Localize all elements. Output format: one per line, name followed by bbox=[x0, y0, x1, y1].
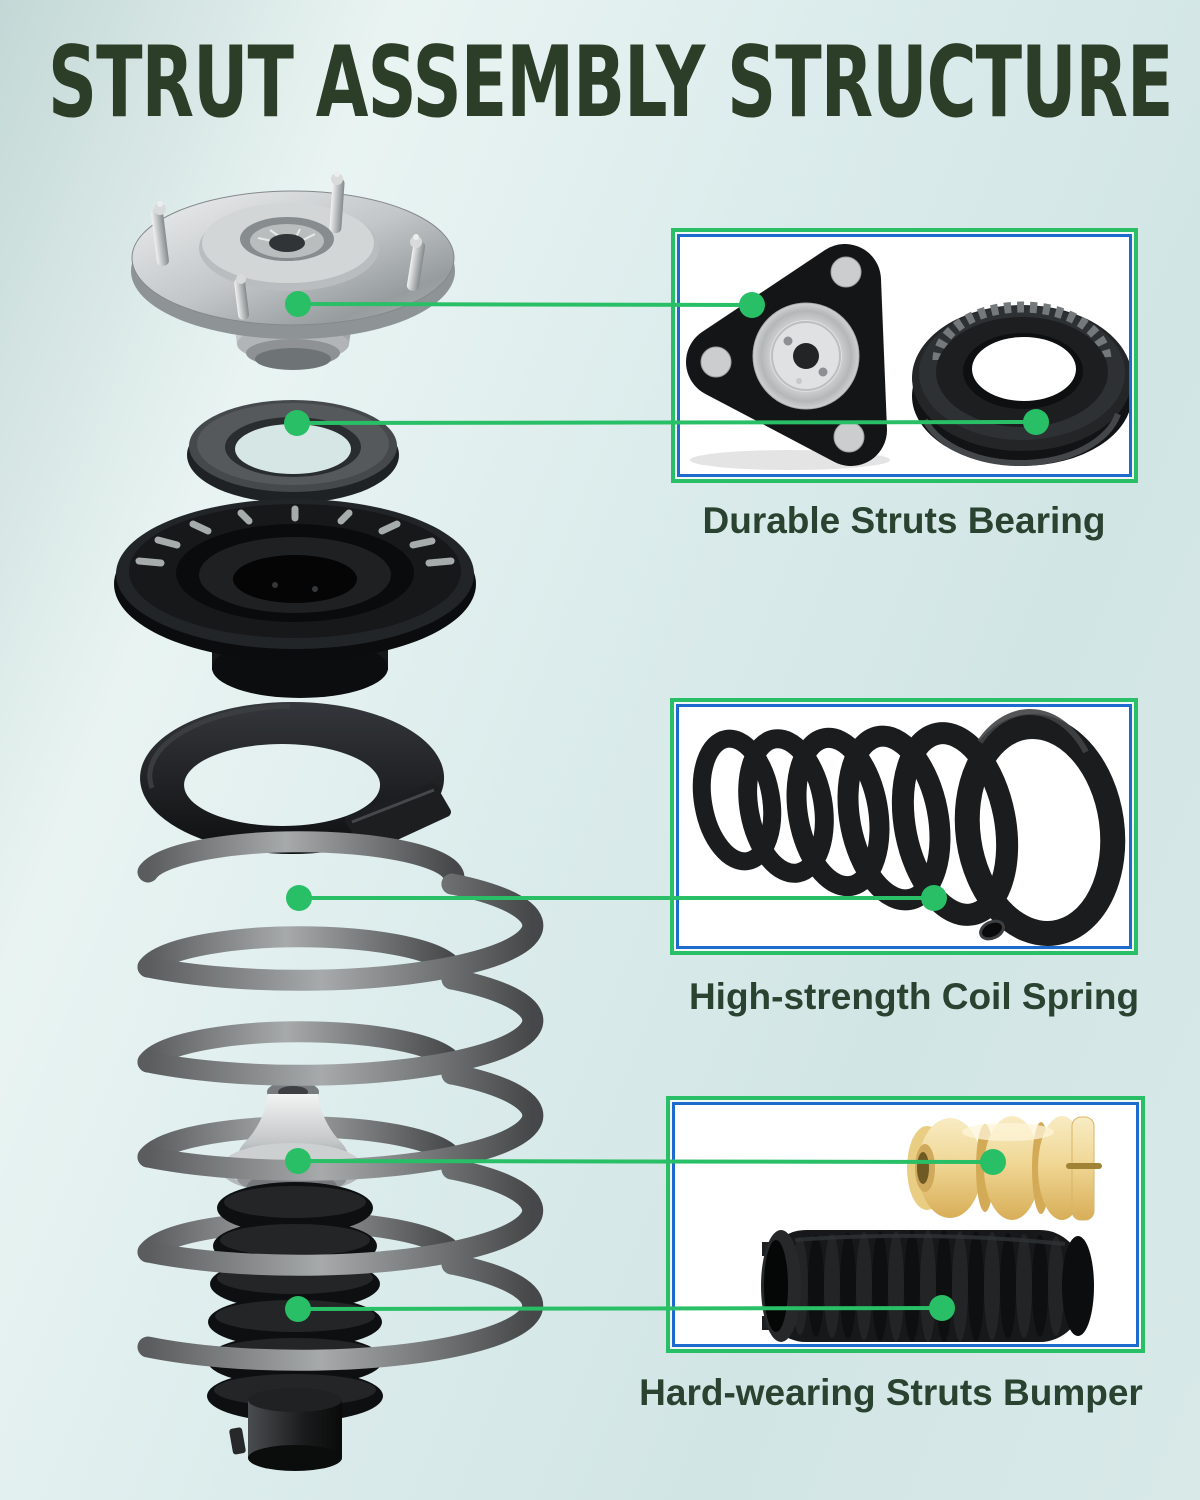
strut-mount-plate-photo-icon bbox=[686, 244, 890, 470]
spring-isolator-icon bbox=[140, 702, 451, 854]
coil-spring-photo-icon bbox=[692, 709, 1126, 946]
callout-box-bumper bbox=[672, 1102, 1139, 1347]
callout-box-bearing bbox=[677, 234, 1132, 477]
callout-box-coil-spring bbox=[676, 704, 1132, 949]
seat-slot-marks bbox=[135, 505, 455, 567]
mount-stud-icon bbox=[151, 171, 426, 320]
page-title: STRUT ASSEMBLY STRUCTURE bbox=[48, 26, 1174, 140]
bump-stop-photo-icon bbox=[907, 1116, 1102, 1221]
strut-mount-icon bbox=[131, 171, 455, 370]
callout-label-bearing: Durable Struts Bearing bbox=[702, 500, 1106, 541]
spring-seat-icon bbox=[114, 499, 476, 698]
coil-spring-photo bbox=[692, 709, 1126, 946]
bumper-photo bbox=[761, 1116, 1102, 1342]
bump-stop-icon bbox=[222, 1081, 362, 1199]
callout-label-bumper: Hard-wearing Struts Bumper bbox=[639, 1372, 1143, 1413]
coil-spring-front-icon bbox=[137, 873, 544, 1371]
bearing-ring-photo-icon bbox=[912, 301, 1129, 467]
bearing-photo bbox=[686, 244, 1129, 470]
dust-boot-photo-icon bbox=[761, 1230, 1094, 1342]
strut-bearing-icon bbox=[187, 400, 399, 503]
callout-label-coil-spring: High-strength Coil Spring bbox=[688, 976, 1140, 1017]
